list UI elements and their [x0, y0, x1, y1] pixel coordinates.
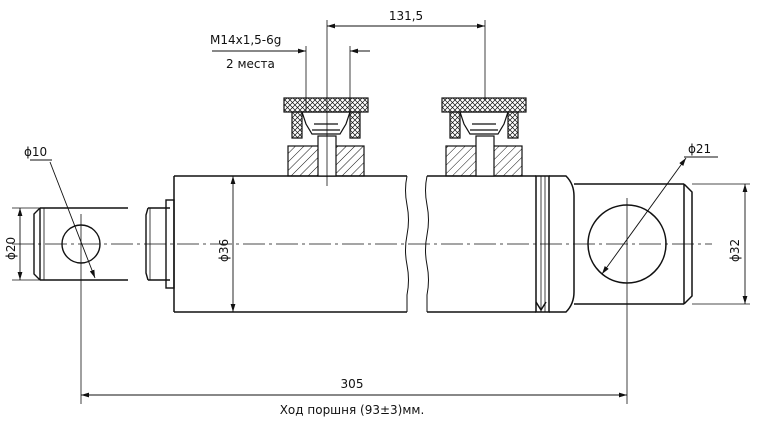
- dim-cylinder-diameter-text: ϕ36: [217, 239, 231, 262]
- rod-end: [33, 207, 128, 281]
- port-fitting-2: [441, 97, 527, 177]
- thread-count-label: 2 места: [226, 57, 275, 71]
- dim-rod-eye-hole-text: ϕ10: [24, 145, 47, 159]
- dim-eye-hole-line: [601, 157, 687, 275]
- stroke-note: Ход поршня (93±3)мм.: [280, 403, 425, 417]
- dim-eye-width-text: ϕ32: [728, 239, 742, 262]
- port-fitting-1: [283, 97, 369, 177]
- thread-label: M14x1,5-6g: [210, 33, 281, 47]
- dim-eye-hole-text: ϕ21: [688, 142, 711, 156]
- dim-port-spacing-text: 131,5: [389, 9, 423, 23]
- dim-rod-eye-hole-line: [49, 161, 96, 279]
- dim-overall-length-text: 305: [341, 377, 364, 391]
- dim-rod-diameter-text: ϕ20: [4, 237, 18, 260]
- rear-head: [535, 175, 575, 313]
